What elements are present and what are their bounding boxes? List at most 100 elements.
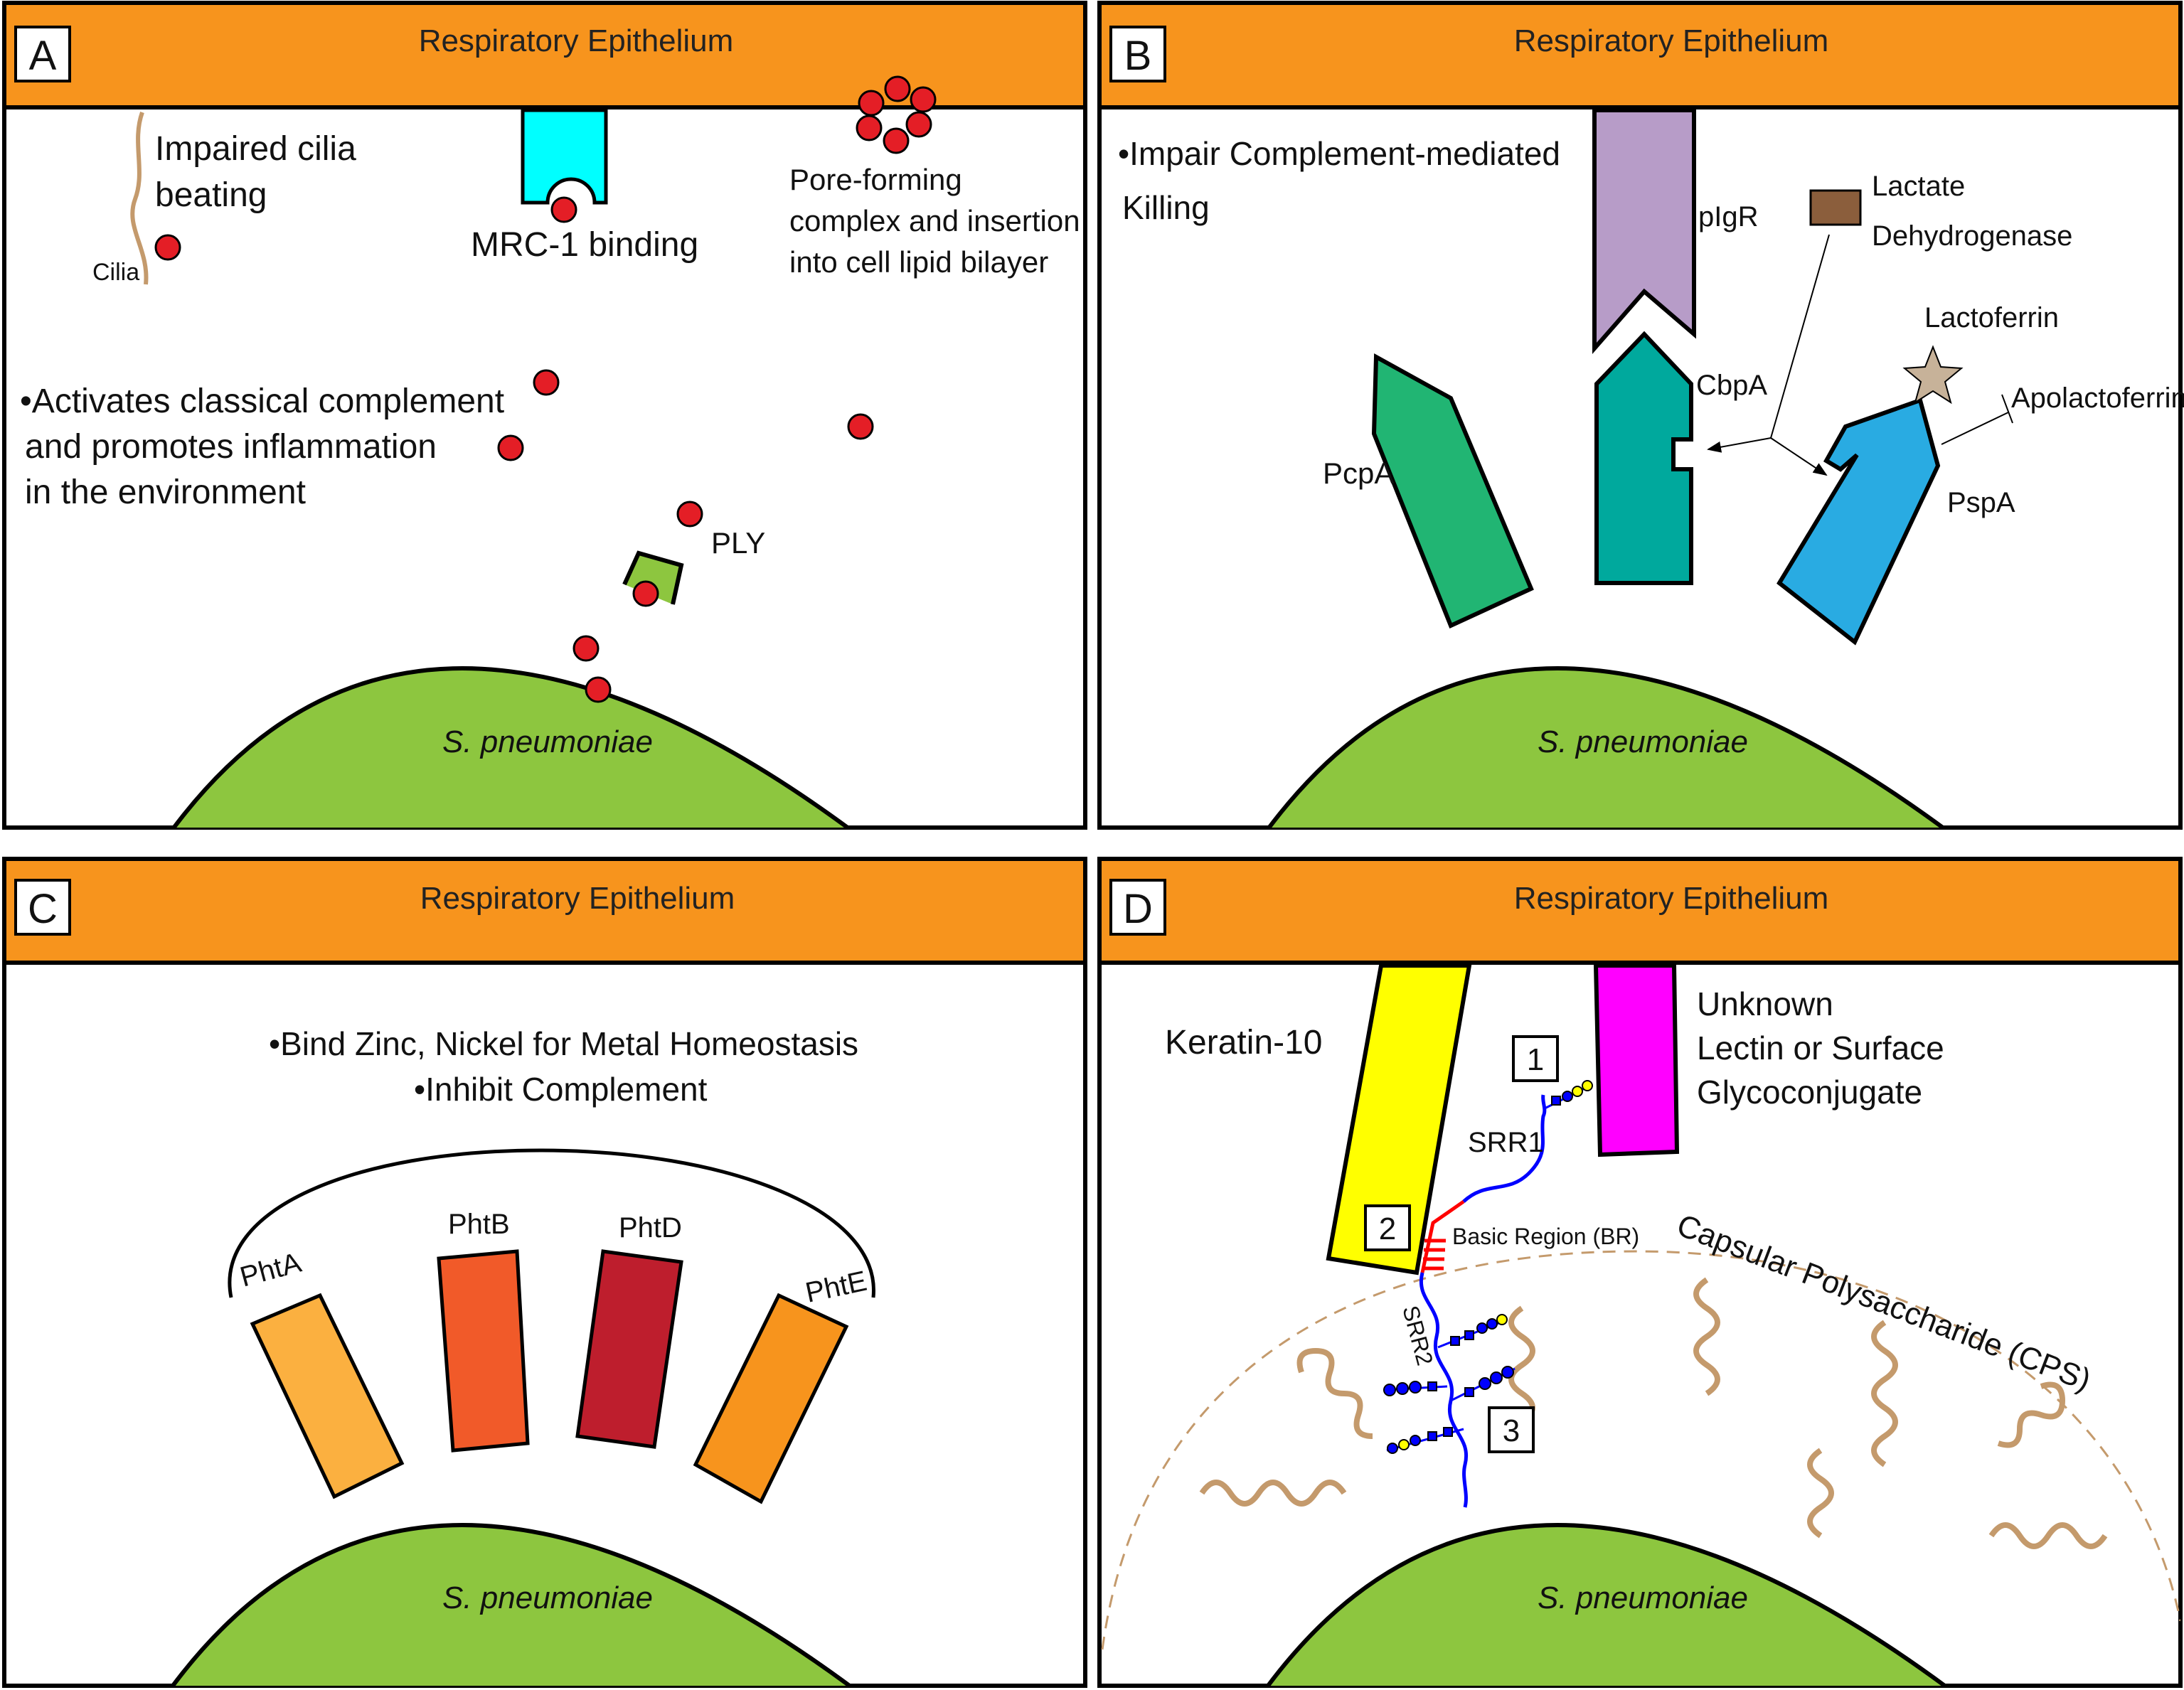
glycan-unit — [1551, 1096, 1561, 1106]
pore-text-1: Pore-forming — [789, 163, 962, 196]
pht-protein — [250, 1293, 405, 1499]
apolactoferrin-bar — [2001, 394, 2013, 424]
capsule-boundary — [1101, 1250, 2180, 1650]
cbpa-label: CbpA — [1696, 370, 1767, 401]
panel-d-letter-box — [1109, 879, 1166, 936]
ply-molecule — [497, 434, 524, 461]
pht-family-bracket — [228, 1148, 875, 1298]
ply-molecule — [585, 676, 612, 703]
panel-a-header: Respiratory Epithelium — [419, 23, 734, 58]
ply-molecule — [858, 90, 885, 117]
panel-c-bacterium — [170, 1523, 853, 1686]
glycan-unit — [1501, 1366, 1514, 1379]
panel-a: Respiratory Epithelium A S. pneumoniae P… — [2, 1, 1087, 830]
glycan-unit — [1479, 1377, 1491, 1390]
cbpa-protein — [1594, 331, 1693, 585]
basic-region — [1420, 1199, 1465, 1273]
ply-molecule — [905, 111, 932, 138]
glycan-unit — [1476, 1322, 1488, 1334]
srr2-glycans — [1383, 1314, 1516, 1454]
glycan-unit — [1383, 1384, 1396, 1396]
ldh-connector — [1770, 234, 1830, 439]
pcpa-label: PcpA — [1323, 456, 1394, 490]
complement-text-3: in the environment — [25, 474, 306, 511]
panel-c-bacterium-label: S. pneumoniae — [442, 1581, 653, 1615]
glycan-unit — [1387, 1443, 1398, 1454]
panel-b-letter-box — [1109, 26, 1166, 82]
pht-label: PhtD — [619, 1212, 682, 1244]
panel-a-letter: A — [29, 33, 57, 79]
srr2-chain — [1419, 1272, 1469, 1508]
ldh-box — [1809, 189, 1862, 226]
pht-protein — [575, 1249, 683, 1449]
cps-chain — [1988, 1522, 2108, 1549]
cps-chain — [1807, 1448, 1834, 1539]
panel-a-letter-box — [14, 26, 71, 82]
panel-c-note-2: •Inhibit Complement — [414, 1071, 708, 1108]
panel-c-note-1: •Bind Zinc, Nickel for Metal Homeostasis — [269, 1025, 858, 1062]
site-box-3-label: 3 — [1503, 1413, 1520, 1448]
ply-molecule — [154, 234, 181, 261]
site-box-1-label: 1 — [1527, 1042, 1544, 1077]
glycan-unit — [1427, 1431, 1437, 1441]
basic-region-label: Basic Region (BR) — [1452, 1224, 1639, 1249]
glycan-unit — [1398, 1439, 1410, 1450]
apolactoferrin-inhibitor — [1941, 412, 2009, 445]
pigr-receptor — [1592, 108, 1696, 354]
glycan-unit — [1443, 1427, 1453, 1437]
cps-chain — [1871, 1320, 1898, 1467]
lectin-receptor — [1593, 963, 1680, 1157]
glycan-unit — [1464, 1330, 1474, 1340]
pht-proteins — [250, 1249, 849, 1504]
panel-a-bacterium — [171, 666, 851, 828]
glycan-unit — [1464, 1387, 1474, 1397]
mrc1-receptor — [521, 108, 608, 205]
keratin-label: Keratin-10 — [1165, 1024, 1322, 1061]
ply-pore — [622, 550, 684, 605]
panel-a-bacterium-label: S. pneumoniae — [442, 724, 653, 759]
glycan-unit — [1496, 1314, 1508, 1325]
ldh-arrow-pspa — [1770, 437, 1828, 476]
ply-molecule — [883, 127, 910, 154]
panel-b-bacterium — [1266, 666, 1946, 828]
glycan-unit — [1450, 1336, 1460, 1346]
site-box-2 — [1364, 1204, 1411, 1251]
cps-chain — [1199, 1480, 1347, 1507]
cps-chain — [1693, 1277, 1720, 1396]
cilia-text-1: Impaired cilia — [155, 130, 356, 168]
ply-molecule — [856, 114, 883, 141]
ply-molecule — [910, 86, 937, 113]
panel-d-bacterium-label: S. pneumoniae — [1538, 1581, 1748, 1615]
site-box-3 — [1488, 1406, 1535, 1453]
lectin-label-1: Unknown — [1697, 985, 1833, 1022]
panel-c: Respiratory Epithelium C S. pneumoniae •… — [2, 857, 1087, 1688]
cilia-text-2: beating — [155, 176, 267, 214]
panel-d-header: Respiratory Epithelium — [1514, 881, 1829, 916]
glycan-unit — [1396, 1382, 1409, 1395]
complement-text-1: •Activates classical complement — [20, 383, 504, 420]
glycan-unit — [1562, 1091, 1573, 1102]
panel-b-note-1: •Impair Complement-mediated — [1118, 135, 1560, 172]
pigr-label: pIgR — [1698, 201, 1759, 232]
site-box-1 — [1512, 1035, 1559, 1082]
pht-protein — [693, 1293, 849, 1504]
pspa-label: PspA — [1947, 487, 2015, 518]
glycan-unit — [1490, 1371, 1503, 1384]
ldh-arrow-cbpa — [1707, 437, 1772, 453]
panel-b-letter: B — [1124, 33, 1152, 79]
panel-c-epithelium-bar — [2, 857, 1087, 965]
lactoferrin-label: Lactoferrin — [1924, 302, 2059, 333]
ply-molecules — [154, 75, 937, 703]
pspa-protein — [1777, 397, 1941, 646]
panel-d-epithelium-bar — [1097, 857, 2183, 965]
site-box-2-label: 2 — [1379, 1212, 1396, 1246]
panel-b: Respiratory Epithelium B S. pneumoniae •… — [1097, 1, 2184, 830]
ply-molecule — [550, 196, 577, 223]
panel-b-epithelium-bar — [1097, 1, 2183, 109]
lactoferrin-star — [1902, 345, 1964, 405]
cilia-label: Cilia — [92, 259, 139, 286]
glycan-unit — [1410, 1435, 1421, 1446]
ply-molecule — [847, 413, 874, 440]
ply-molecule — [572, 635, 600, 662]
